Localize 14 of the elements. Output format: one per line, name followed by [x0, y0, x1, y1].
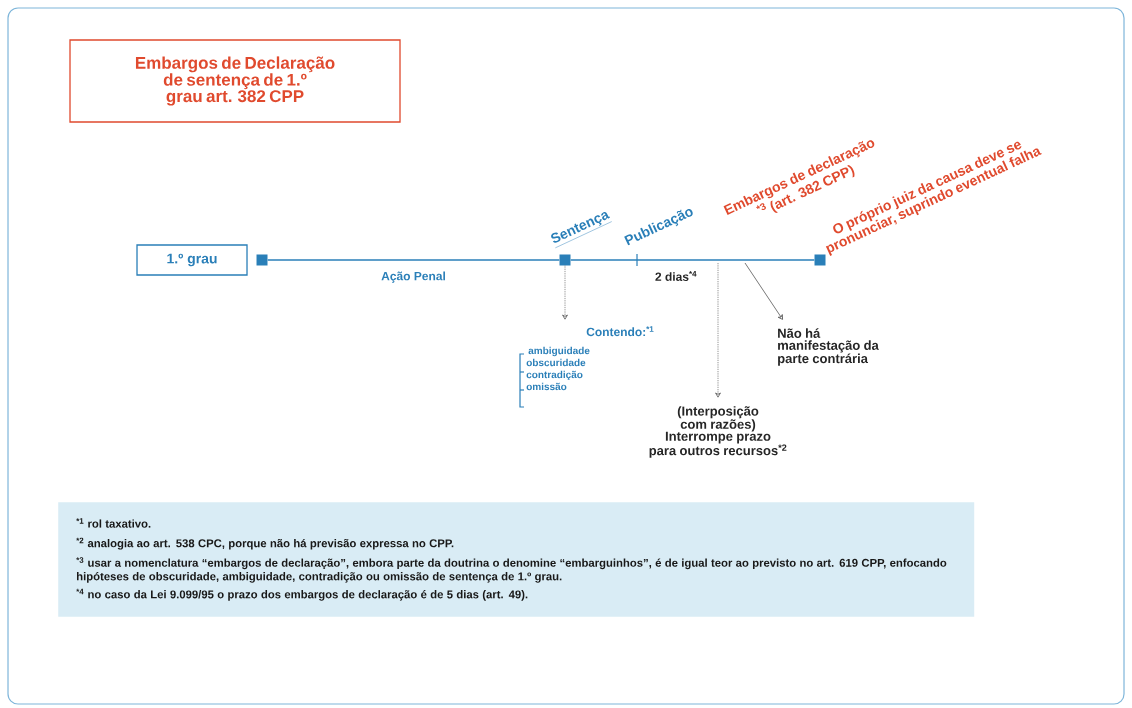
arrow — [562, 265, 568, 320]
timeline-label: 2 dias$^{*4}$ — [655, 271, 697, 281]
arrow — [715, 262, 721, 398]
result-text: (Interposição com razões) Interrompe prazo para outros recursos$^{*2}$ — [649, 406, 787, 458]
edge-label: Ação Penal — [381, 271, 445, 283]
notes-panel: $^{*1}$ rol taxativo. $^{*2}$ analogia ao art. 538 CPC, porque não há previsão expressa no CPP. $^{*3}$ usar a nomenclatura “embargos de declaração”, embora parte da doutrina o denomine “embarguinhos”, é de igual teor ao previsto no art. 619 CPP, enfocando hipóteses de obscuridade, ambiguidade, contradição ou omissão de sentença de 1.º grau. $^{*4}$ no caso da Lei 9.099/95 o prazo dos embargos de declaração é de 5 dias (art. 49). — [58, 502, 975, 617]
timeline-marker — [256, 254, 268, 266]
title-box: Embargos de Declaração de sentença de 1.º grau art. 382 CPP — [69, 39, 401, 123]
timeline-marker — [559, 254, 571, 266]
arrow — [744, 262, 783, 320]
reasons-list: Contendo:$^{*1}$ ambiguidade obscuridade contradição omissão — [526, 326, 654, 391]
level-box: 1.º grau — [136, 244, 248, 276]
result-text: Não há manifestação da parte contrária — [778, 328, 879, 366]
timeline-marker — [814, 254, 826, 266]
